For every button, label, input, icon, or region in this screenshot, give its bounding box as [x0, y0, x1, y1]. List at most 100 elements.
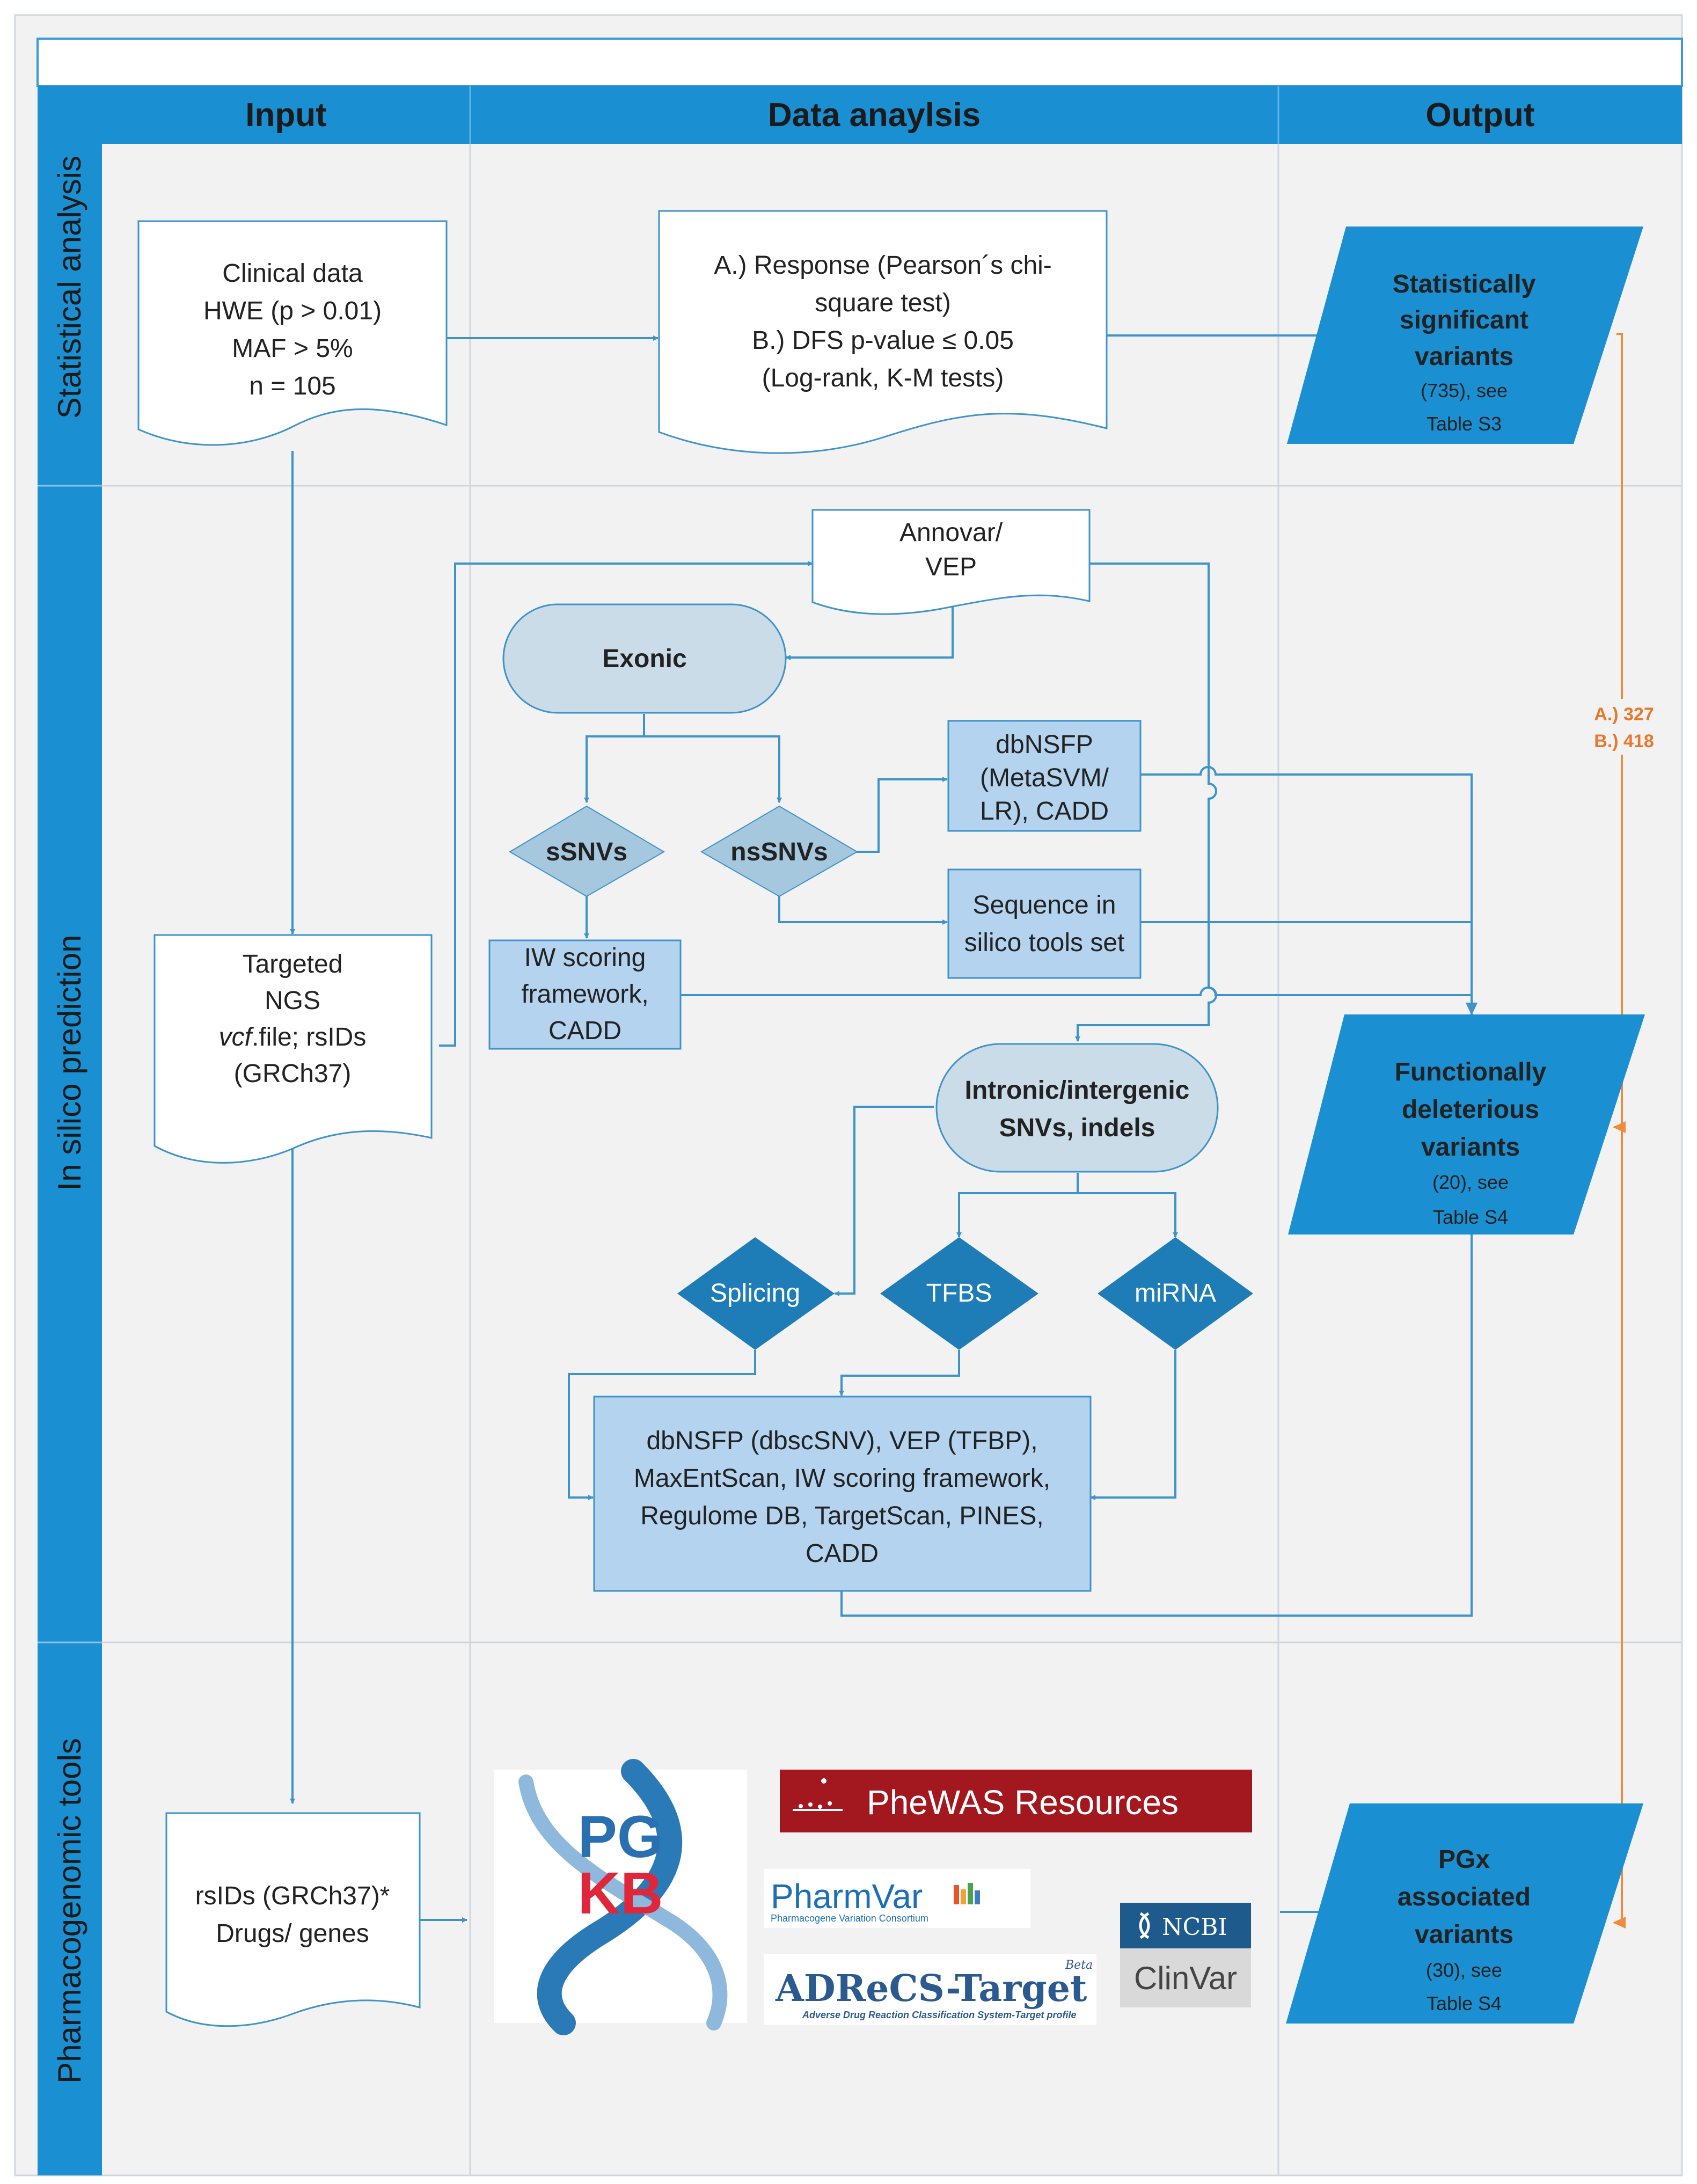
stat-output-small-2: Table S3: [1427, 413, 1502, 435]
adrecs-logo[interactable]: ADReCS-Target Beta Adverse Drug Reaction…: [764, 1954, 1096, 2025]
pharmvar-bar-4: [975, 1890, 980, 1904]
arrow-iw-to-func-output: [681, 987, 1472, 996]
pharmvar-logo[interactable]: PharmVar Pharmacogene Variation Consorti…: [764, 1869, 1030, 1928]
orange-label-b: B.) 418: [1594, 731, 1654, 751]
clinical-line-4: n = 105: [249, 372, 335, 400]
arrow-exonic-to-nssnvs: [644, 735, 782, 803]
splicing-diamond: [677, 1237, 835, 1350]
phewas-plot-dot-1: [799, 1804, 803, 1808]
pgx-output-small-1: (30), see: [1426, 1959, 1502, 1981]
clinical-data-doc: [137, 220, 448, 446]
arrow-nssnvs-to-dbnsfp: [856, 777, 948, 853]
clinvar-text: ClinVar: [1134, 1960, 1237, 1996]
clinical-line-3: MAF > 5%: [232, 334, 353, 363]
tools-box: [593, 1396, 1092, 1592]
pharmvar-bar-3: [968, 1883, 973, 1904]
adrecs-beta: Beta: [1065, 1959, 1093, 1972]
stat-output-bold-2: significant: [1400, 306, 1528, 334]
mirna-label: miRNA: [1135, 1279, 1216, 1308]
lane-title-analysis: Data anaylsis: [768, 97, 981, 134]
arrow-intronic-to-tfbs: [956, 1173, 1079, 1238]
orange-label-a: A.) 327: [1594, 704, 1654, 725]
targeted-ngs-doc: [153, 934, 433, 1164]
targeted-line-2: NGS: [265, 987, 320, 1015]
phewas-logo[interactable]: PheWAS Resources: [780, 1770, 1252, 1832]
phewas-plot-dot-3: [818, 1805, 822, 1809]
pgx-output-small-2: Table S4: [1427, 1992, 1502, 2014]
tools-line-2: MaxEntScan, IW scoring framework,: [634, 1464, 1050, 1493]
arrow-targeted-to-annovar: [439, 561, 813, 1047]
targeted-line-1: Targeted: [243, 950, 343, 978]
phewas-plot-dot-4: [828, 1801, 832, 1806]
arrow-nssnvs-to-sequence: [778, 896, 948, 925]
ssnvs-label: sSNVs: [546, 838, 627, 866]
intronic-line-2: SNVs, indels: [999, 1114, 1155, 1142]
targeted-vcf-rest: .file; rsIDs: [252, 1023, 366, 1051]
annovar-line-1: Annovar/: [899, 518, 1003, 547]
clinvar-logo-bg: [1120, 1948, 1251, 2007]
ncbi-clinvar-logo[interactable]: NCBI ClinVar: [1120, 1903, 1251, 2007]
rsids-line-2: Drugs/ genes: [216, 1919, 369, 1948]
stat-output-small-1: (735), see: [1421, 379, 1508, 401]
sequence-line-1: Sequence in: [973, 891, 1116, 919]
sequence-box: [947, 868, 1142, 979]
intronic-line-1: Intronic/intergenic: [965, 1076, 1190, 1105]
rsids-line-1: rsIDs (GRCh37)*: [195, 1882, 390, 1910]
pgkb-logo[interactable]: PG KB: [494, 1759, 747, 2035]
annovar-doc: [811, 509, 1091, 615]
func-output-small-2: Table S4: [1433, 1206, 1508, 1228]
row-title-pgx: Pharmacogenomic tools: [52, 1738, 87, 2084]
pgkb-text-kb: KB: [578, 1860, 663, 1926]
row-label-band: [38, 86, 102, 2175]
pgkb-helix-strand-1: [537, 1759, 683, 2035]
response-line-4: (Log-rank, K-M tests): [762, 364, 1004, 392]
pgx-output-bold-2: associated: [1398, 1883, 1531, 1911]
stat-output-parallelogram: [1287, 227, 1643, 444]
phewas-plot-dot-2: [808, 1802, 813, 1807]
arrow-annovar-to-exonic: [785, 604, 954, 660]
dbnsfp-box: [947, 720, 1142, 832]
pharmvar-bar-1: [954, 1885, 959, 1904]
orange-label-bg: [1581, 699, 1667, 755]
arrow-splicing-to-tools: [568, 1350, 756, 1500]
annovar-line-2: VEP: [925, 553, 977, 581]
nssnvs-diamond: [700, 805, 858, 897]
response-line-2: square test): [815, 289, 950, 317]
arrow-tfbs-to-tools: [839, 1350, 960, 1396]
arrow-tools-to-func-output: [840, 1200, 1477, 1617]
func-output-parallelogram: [1288, 1014, 1645, 1235]
func-output-bold-3: variants: [1421, 1133, 1520, 1162]
adrecs-logo-bg: [764, 1954, 1096, 2025]
pharmvar-bar-2: [961, 1889, 966, 1904]
dbnsfp-line-2: (MetaSVM/: [980, 764, 1109, 792]
arrow-intronic-to-splicing: [834, 1106, 934, 1296]
func-output-bold-1: Functionally: [1395, 1058, 1547, 1086]
row-title-insilico: In silico prediction: [52, 935, 87, 1191]
pharmvar-subtext: Pharmacogene Variation Consortium: [771, 1913, 928, 1924]
pgx-output-parallelogram: [1286, 1803, 1643, 2024]
stat-output-bold-3: variants: [1415, 342, 1513, 371]
arrow-exonic-to-ssnvs: [584, 714, 645, 803]
sequence-line-2: silico tools set: [964, 929, 1125, 957]
func-output-small-1: (20), see: [1432, 1171, 1509, 1193]
stat-output-bold-1: Statistically: [1393, 270, 1536, 298]
mirna-diamond: [1098, 1237, 1253, 1350]
targeted-line-4: (GRCh37): [234, 1060, 352, 1088]
tools-line-3: Regulome DB, TargetScan, PINES,: [640, 1502, 1043, 1530]
tools-line-4: CADD: [806, 1539, 879, 1568]
ssnvs-diamond: [509, 805, 665, 897]
arrow-mirna-to-tools: [1090, 1350, 1176, 1500]
tfbs-label: TFBS: [926, 1279, 992, 1308]
pharmvar-text: PharmVar: [771, 1877, 923, 1916]
lane-title-input: Input: [245, 97, 327, 134]
clinical-line-1: Clinical data: [222, 259, 363, 288]
top-title-bar: [36, 38, 1683, 87]
lane-title-output: Output: [1425, 97, 1534, 134]
clinical-line-2: HWE (p > 0.01): [203, 297, 382, 325]
tfbs-diamond: [880, 1237, 1038, 1350]
iw-line-1: IW scoring: [524, 944, 646, 972]
tools-line-1: dbNSFP (dbscSNV), VEP (TFBP),: [646, 1427, 1037, 1455]
dbnsfp-line-3: LR), CADD: [980, 797, 1109, 826]
